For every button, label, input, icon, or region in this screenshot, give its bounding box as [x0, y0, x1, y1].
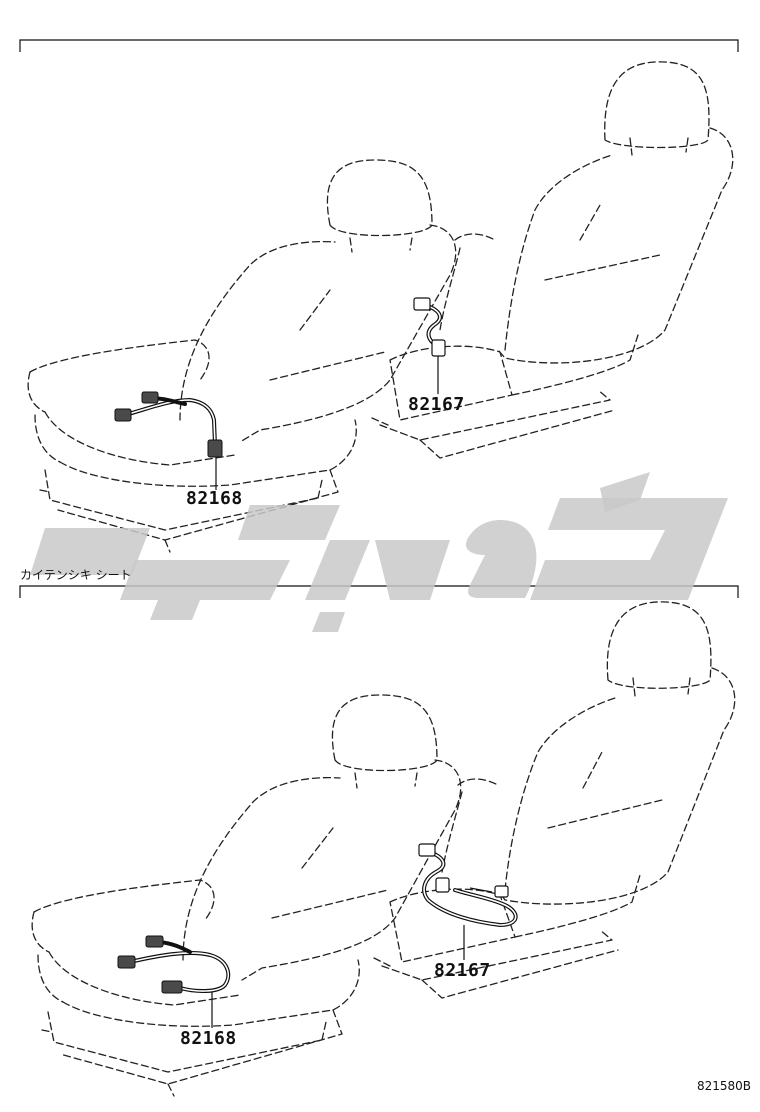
top-panel [19, 39, 739, 553]
left-seat-top [27, 159, 457, 553]
top-panel-frame [19, 39, 739, 52]
part-number-82168-top: 82168 [186, 488, 243, 509]
bottom-panel-frame [19, 585, 739, 598]
watermark-logo [30, 472, 728, 632]
part-number-82168-bottom: 82168 [180, 1028, 237, 1049]
harness-82168-bottom [117, 935, 231, 1028]
part-number-82167-top: 82167 [408, 394, 465, 415]
bottom-panel [19, 585, 739, 1097]
figure-reference-code: 821580B [697, 1079, 752, 1093]
right-seat-top [371, 61, 734, 459]
left-seat-bottom [31, 694, 462, 1097]
panel-caption-swivel-seat: カイテンシキ シート [20, 568, 132, 582]
part-number-82167-bottom: 82167 [434, 960, 491, 981]
harness-82168-top [114, 391, 223, 490]
harness-82167-bottom [418, 843, 518, 960]
harness-82167-top [413, 297, 446, 394]
right-seat-bottom [373, 601, 736, 999]
